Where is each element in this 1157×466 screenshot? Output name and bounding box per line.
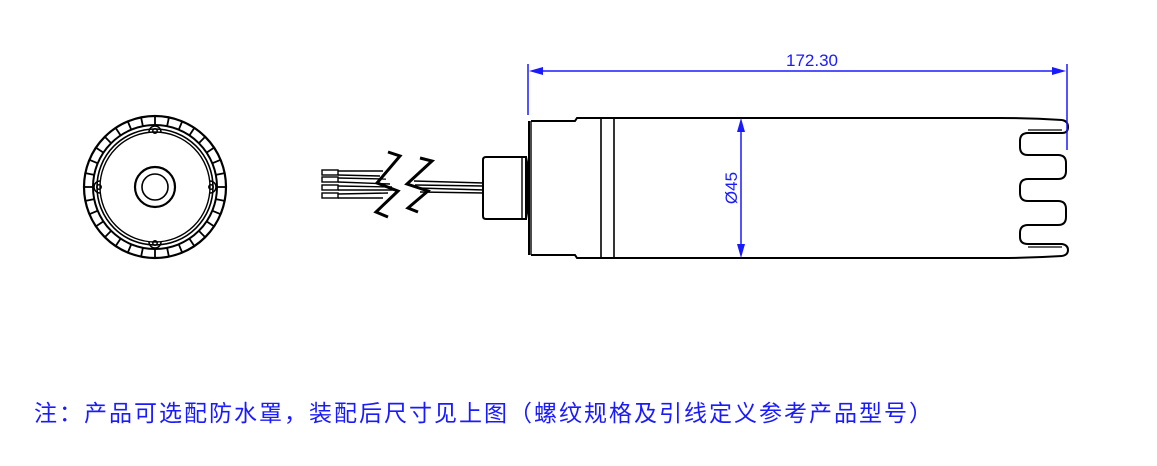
arrow-right-icon xyxy=(1052,67,1066,75)
dimension-length xyxy=(527,64,1068,150)
mounting-bosses xyxy=(93,125,217,249)
arrow-left-icon xyxy=(529,67,543,75)
break-symbol-icon xyxy=(373,150,436,219)
cable-leads xyxy=(321,150,527,220)
cable-gland xyxy=(482,156,527,220)
dimension-diameter xyxy=(737,118,745,258)
side-view xyxy=(525,117,1070,259)
end-view xyxy=(82,114,228,260)
knurled-ring xyxy=(84,116,226,258)
protective-guard-slots xyxy=(1019,119,1070,257)
length-dimension-label: 172.30 xyxy=(786,51,838,70)
diameter-dimension-label: Ø45 xyxy=(722,172,741,204)
footnote: 注：产品可选配防水罩，装配后尺寸见上图（螺纹规格及引线定义参考产品型号） xyxy=(34,401,934,427)
arrow-down-icon xyxy=(737,244,745,258)
arrow-up-icon xyxy=(737,118,745,132)
